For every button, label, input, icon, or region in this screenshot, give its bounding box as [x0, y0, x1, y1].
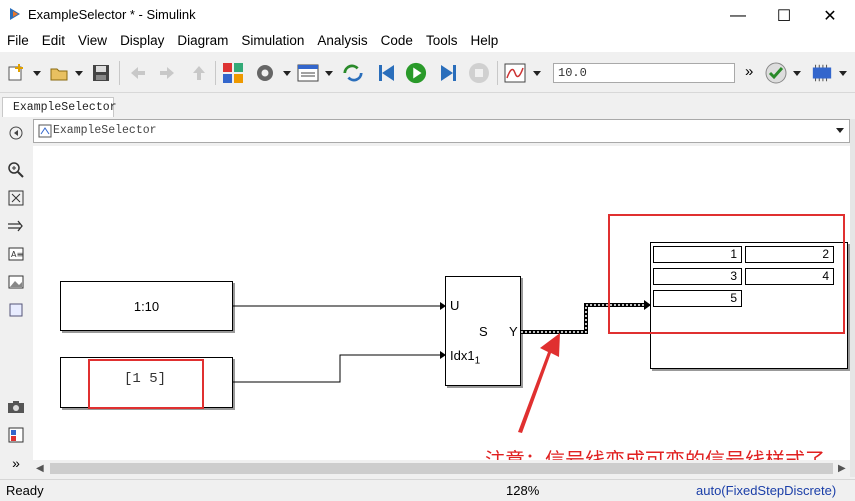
- back-arrow-icon[interactable]: [127, 62, 149, 84]
- minimize-button[interactable]: —: [730, 6, 746, 24]
- selector-port-idx-label: Idx1: [450, 348, 475, 363]
- step-back-icon[interactable]: [376, 62, 398, 84]
- highlight-box-display: [608, 214, 845, 334]
- menu-file[interactable]: File: [7, 33, 29, 48]
- record-scope-icon[interactable]: [504, 62, 526, 84]
- horizontal-scroll-thumb[interactable]: [50, 463, 833, 474]
- record-dropdown-icon[interactable]: [533, 71, 541, 76]
- annotation-text-icon[interactable]: A≡: [7, 245, 25, 263]
- menu-edit[interactable]: Edit: [41, 33, 66, 48]
- open-dropdown-icon[interactable]: [75, 71, 83, 76]
- stop-icon[interactable]: [468, 62, 490, 84]
- explorer-dropdown-icon[interactable]: [325, 71, 333, 76]
- more-toolbar-button[interactable]: »: [745, 63, 754, 80]
- menu-bar: File Edit View Display Diagram Simulatio…: [0, 31, 855, 52]
- window-title: ExampleSelector * - Simulink: [28, 7, 196, 22]
- step-forward-icon[interactable]: [437, 62, 459, 84]
- expand-palette-icon[interactable]: »: [12, 455, 20, 471]
- update-diagram-icon[interactable]: [342, 62, 364, 84]
- zoom-icon[interactable]: [7, 161, 25, 179]
- tab-strip: [0, 94, 855, 116]
- image-icon[interactable]: [7, 273, 25, 291]
- toolbar-separator: [119, 61, 120, 85]
- display-cell: 1: [653, 246, 742, 263]
- config-dropdown-icon[interactable]: [283, 71, 291, 76]
- constant-block-1-10[interactable]: 1:10: [60, 281, 233, 331]
- toolbar-separator: [215, 61, 216, 85]
- menu-code[interactable]: Code: [380, 33, 413, 48]
- menu-analysis[interactable]: Analysis: [317, 33, 368, 48]
- signal-arrow-y: [644, 300, 651, 310]
- close-button[interactable]: ✕: [823, 7, 837, 25]
- zoom-level: 128%: [506, 483, 540, 498]
- signal-arrow-idx: [440, 351, 446, 359]
- status-bar: [0, 479, 855, 501]
- camera-icon[interactable]: [7, 398, 25, 416]
- selector-port-idx: Idx11: [450, 348, 480, 367]
- display-cell: 2: [745, 246, 834, 263]
- model-config-gear-icon[interactable]: [254, 62, 276, 84]
- constant-index-value: [1 5]: [124, 371, 167, 387]
- build-dropdown-icon[interactable]: [839, 71, 847, 76]
- model-advisor-check-icon[interactable]: [765, 62, 787, 84]
- selector-block[interactable]: [445, 276, 521, 386]
- menu-tools[interactable]: Tools: [425, 33, 458, 48]
- scroll-right-icon[interactable]: ▶: [838, 463, 846, 474]
- simulink-app-icon: [10, 8, 20, 20]
- menu-display[interactable]: Display: [120, 33, 165, 48]
- menu-diagram[interactable]: Diagram: [177, 33, 229, 48]
- signal-line-idx: [233, 354, 440, 383]
- display-cell: 3: [653, 268, 742, 285]
- build-model-icon[interactable]: [811, 62, 833, 84]
- stop-time-input[interactable]: 10.0: [553, 63, 735, 83]
- signal-arrow-u: [440, 302, 446, 310]
- library-browser-icon[interactable]: [222, 62, 244, 84]
- menu-view[interactable]: View: [78, 33, 108, 48]
- annotation-arrow: [518, 333, 560, 433]
- forward-arrow-icon[interactable]: [156, 62, 178, 84]
- selector-label: S: [479, 324, 488, 339]
- open-folder-icon[interactable]: [48, 62, 70, 84]
- arrow-right-icon[interactable]: [7, 217, 25, 235]
- save-icon[interactable]: [90, 62, 112, 84]
- selector-port-y: Y: [509, 324, 518, 339]
- menu-help[interactable]: Help: [470, 33, 499, 48]
- tab-exampleselector[interactable]: ExampleSelector: [2, 97, 117, 117]
- left-palette: [0, 117, 32, 479]
- address-dropdown-icon[interactable]: [836, 128, 844, 133]
- selector-port-u: U: [450, 298, 460, 313]
- model-explorer-icon[interactable]: [297, 62, 319, 84]
- breadcrumb[interactable]: ExampleSelector: [53, 124, 157, 137]
- constant-value: 1:10: [133, 298, 160, 314]
- advisor-dropdown-icon[interactable]: [793, 71, 801, 76]
- status-text: Ready: [6, 483, 44, 498]
- model-icon: [38, 124, 52, 138]
- area-icon[interactable]: [7, 301, 25, 319]
- display-block[interactable]: [650, 242, 848, 369]
- selector-port-idx-sub: 1: [474, 355, 481, 367]
- svg-text:A≡: A≡: [11, 250, 23, 259]
- new-model-dropdown-icon[interactable]: [33, 71, 41, 76]
- hide-explorer-icon[interactable]: [7, 124, 25, 142]
- model-browser-icon[interactable]: [7, 426, 25, 444]
- fit-to-view-icon[interactable]: [7, 189, 25, 207]
- vertical-scrollbar[interactable]: [850, 119, 855, 477]
- display-cell: 4: [745, 268, 834, 285]
- new-model-icon[interactable]: [6, 62, 28, 84]
- menu-simulation[interactable]: Simulation: [241, 33, 305, 48]
- run-play-icon[interactable]: [405, 62, 427, 84]
- highlight-box-index: [88, 359, 204, 409]
- address-bar[interactable]: [33, 119, 850, 143]
- display-cell: 5: [653, 290, 742, 307]
- up-arrow-icon[interactable]: [188, 62, 210, 84]
- title-bar: ExampleSelector * - Simulink — ☐ ✕: [0, 0, 855, 31]
- toolbar-separator: [497, 61, 498, 85]
- maximize-button[interactable]: ☐: [776, 7, 792, 25]
- variable-signal-line-pattern: [521, 304, 645, 333]
- scroll-left-icon[interactable]: ◀: [36, 463, 44, 474]
- solver-link[interactable]: auto(FixedStepDiscrete): [696, 483, 837, 498]
